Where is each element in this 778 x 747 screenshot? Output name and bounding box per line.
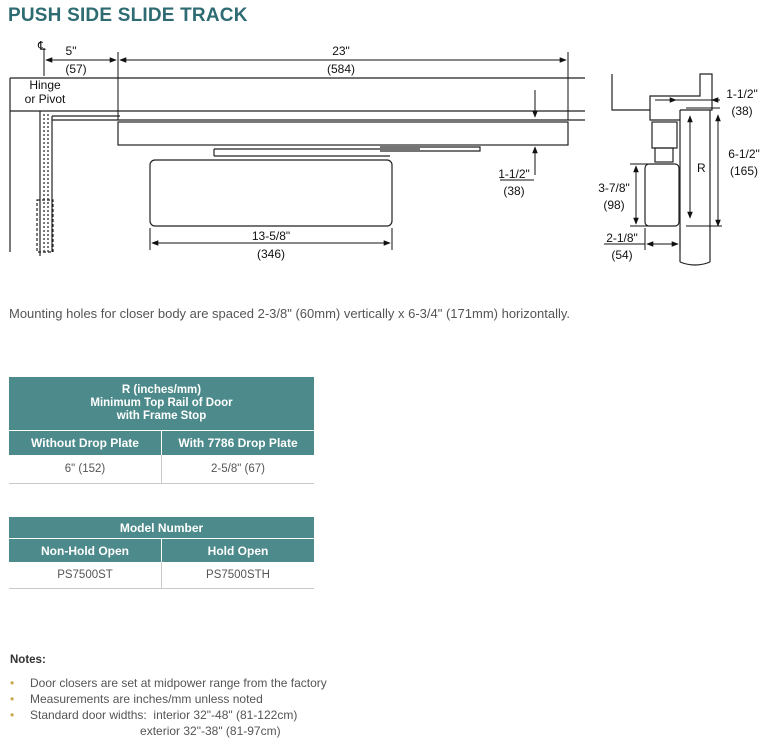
r-dimension-table: R (inches/mm) Minimum Top Rail of Door w… (9, 377, 314, 484)
dim-6-1-2-in: 6-1/2" (728, 147, 760, 161)
r-table-header: R (inches/mm) Minimum Top Rail of Door w… (9, 377, 314, 431)
table-row: PS7500ST PS7500STH (9, 562, 314, 589)
dim-23-mm: (584) (327, 62, 355, 76)
dim-13-5-8-mm: (346) (257, 247, 285, 261)
notes-list: •Door closers are set at midpower range … (10, 675, 327, 739)
dim-23-in: 23" (332, 44, 350, 58)
list-item: •Standard door widths: interior 32"-48" … (10, 708, 298, 722)
dim-1-1-2-left-mm: (38) (503, 184, 524, 198)
dim-1-1-2-right-in: 1-1/2" (726, 87, 758, 101)
hinge-label-2: or Pivot (25, 92, 66, 106)
mounting-holes-text: Mounting holes for closer body are space… (9, 306, 570, 321)
page-title: PUSH SIDE SLIDE TRACK (8, 5, 248, 26)
hinge-label-1: Hinge (29, 78, 61, 92)
dim-2-1-8-mm: (54) (611, 248, 632, 262)
dim-3-7-8-in: 3-7/8" (598, 181, 630, 195)
list-item: •Measurements are inches/mm unless noted (10, 692, 263, 706)
dim-3-7-8-mm: (98) (603, 198, 624, 212)
dim-1-1-2-right-mm: (38) (731, 104, 752, 118)
col-hold-open: Hold Open (161, 538, 314, 562)
dim-2-1-8-in: 2-1/8" (606, 231, 638, 245)
dim-13-5-8-in: 13-5/8" (252, 229, 290, 243)
dim-6-1-2-mm: (165) (730, 164, 758, 178)
col-non-hold-open: Non-Hold Open (9, 538, 162, 562)
col-without-drop-plate: Without Drop Plate (9, 430, 162, 455)
dim-5-mm: (57) (65, 62, 86, 76)
table-row: 6" (152) 2-5/8" (67) (9, 455, 314, 484)
model-number-table: Model Number Non-Hold Open Hold Open PS7… (9, 517, 314, 589)
model-table-header: Model Number (9, 517, 314, 539)
list-item: •Door closers are set at midpower range … (10, 676, 327, 690)
col-with-drop-plate: With 7786 Drop Plate (161, 430, 314, 455)
list-item: exterior 32"-38" (81-97cm) (30, 724, 281, 738)
slide-track-drawing: ℄ 5" (57) 23" (584) Hinge or Pivot 1-1/2… (9, 39, 760, 266)
dim-1-1-2-left-in: 1-1/2" (498, 167, 530, 181)
dim-r-label: R (697, 161, 706, 175)
notes-heading: Notes: (10, 654, 46, 666)
dim-5-in: 5" (66, 44, 77, 58)
centerline-symbol: ℄ (37, 39, 46, 53)
